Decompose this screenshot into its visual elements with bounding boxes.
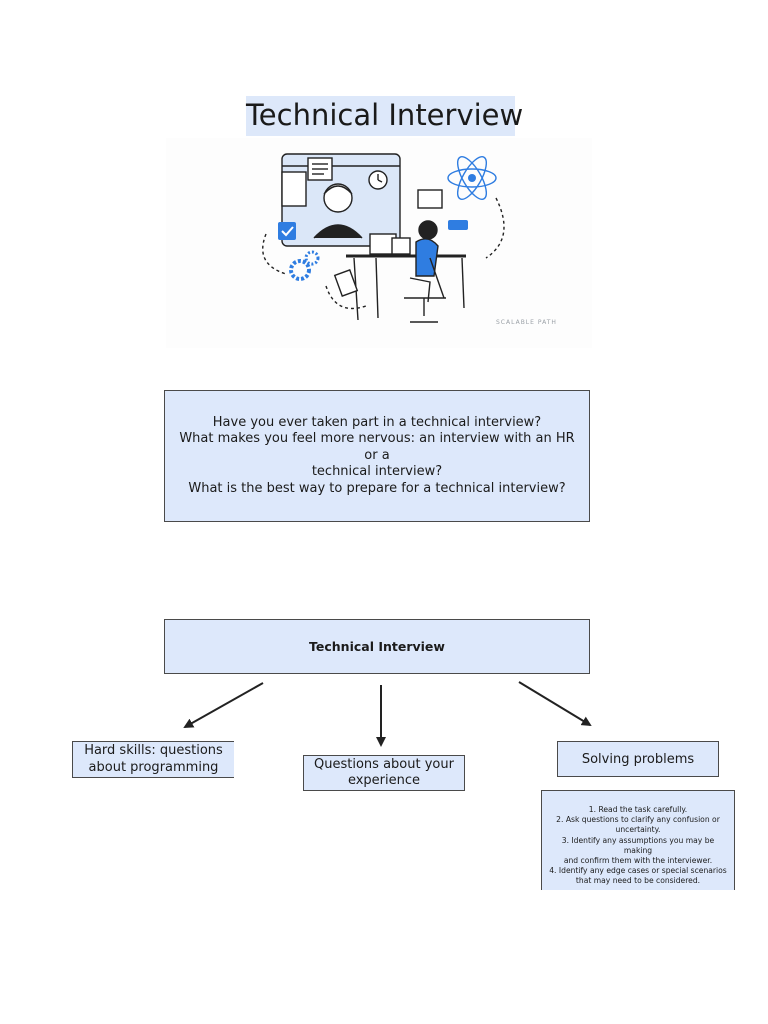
step-line: 4. Identify any edge cases or special sc…: [549, 866, 727, 876]
experience-line: experience: [347, 773, 421, 788]
discussion-questions-box: Have you ever taken part in a technical …: [164, 390, 590, 522]
diagram-center-node: Technical Interview: [164, 619, 590, 674]
hard-skills-line: Hard skills: questions: [84, 743, 223, 758]
arrow-to-solving: [518, 681, 592, 727]
question-line: technical interview?: [311, 464, 443, 480]
solving-problems-node: Solving problems: [557, 741, 719, 777]
watermark-text: SCALABLE PATH: [496, 319, 557, 326]
page-title: Technical Interview: [246, 96, 523, 136]
step-line: 2. Ask questions to clarify any confusio…: [556, 815, 720, 825]
experience-node: Questions about your experience: [303, 755, 465, 791]
step-line: that may need to be considered.: [575, 876, 701, 886]
question-line: What makes you feel more nervous: an int…: [179, 431, 575, 463]
step-line: 3. Identify any assumptions you may be m…: [561, 835, 715, 855]
experience-line: Questions about your: [314, 756, 454, 772]
arrow-to-hard-skills: [183, 682, 264, 728]
hard-skills-line: about programming: [88, 759, 219, 775]
hard-skills-node: Hard skills: questions about programming: [72, 741, 234, 778]
question-line: Have you ever taken part in a technical …: [212, 414, 542, 430]
step-line: uncertainty.: [615, 825, 661, 835]
interview-illustration: SCALABLE PATH: [166, 138, 592, 348]
question-line: What is the best way to prepare for a te…: [188, 480, 566, 496]
problem-solving-steps: 1. Read the task carefully. 2. Ask quest…: [541, 790, 735, 890]
interview-illustration-art: SCALABLE PATH: [262, 153, 557, 326]
step-line: and confirm them with the interviewer.: [563, 856, 713, 866]
step-line: 1. Read the task carefully.: [588, 805, 688, 814]
